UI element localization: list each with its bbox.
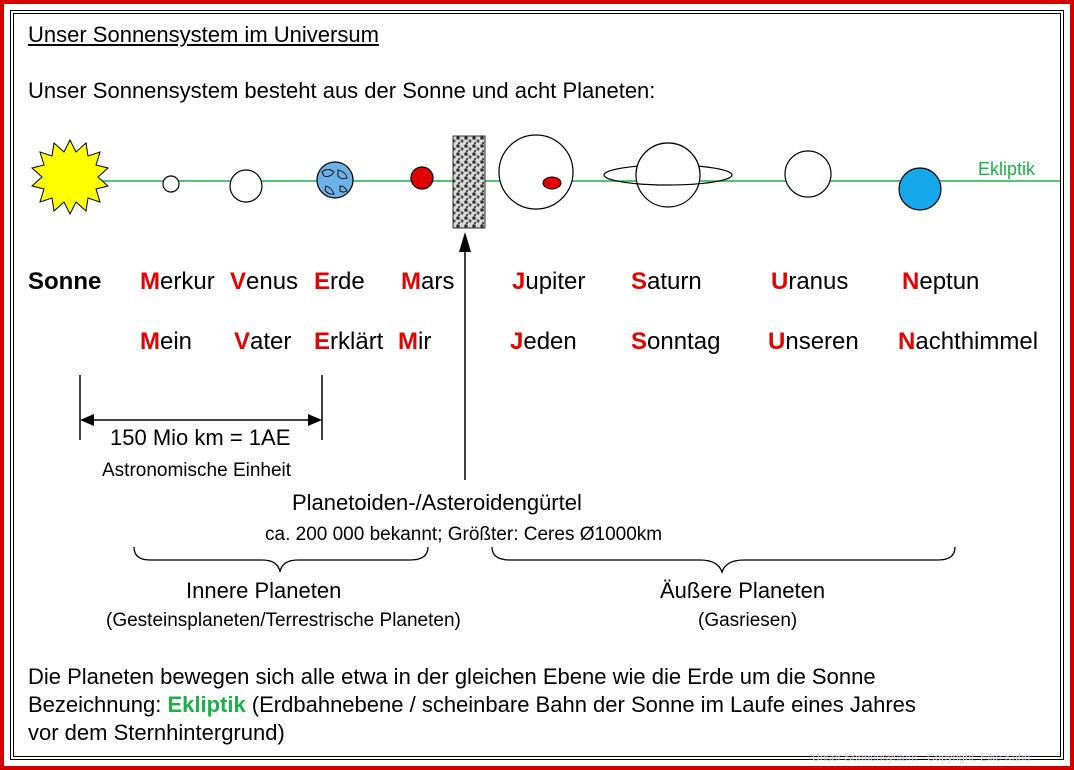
uranus-icon [784, 150, 832, 198]
venus-icon [229, 169, 263, 203]
outer-planets-sublabel: (Gasriesen) [698, 610, 798, 631]
mars-icon [410, 166, 434, 190]
outer-planets-brace [491, 546, 956, 575]
mnemonic-word-2: Vater [234, 328, 292, 355]
ecliptic-label: Ekliptik [978, 159, 1036, 179]
inner-frame [10, 10, 1064, 760]
planet-label-saturn: Saturn [631, 268, 702, 295]
mnemonic-word-3: Erklärt [314, 328, 384, 355]
intro-text: Unser Sonnensystem besteht aus der Sonne… [28, 78, 656, 103]
neptune-icon [898, 167, 942, 211]
planet-label-jupiter: Jupiter [512, 268, 586, 295]
asteroid-belt-sublabel: ca. 200 000 bekannt; Größter: Ceres Ø100… [265, 524, 663, 545]
bottom-text-line-3: vor dem Sternhintergrund) [28, 720, 285, 745]
au-label: 150 Mio km = 1AE [110, 425, 291, 450]
planet-label-mercury: Merkur [140, 268, 215, 295]
saturn-icon [603, 142, 733, 208]
planet-label-earth: Erde [314, 268, 365, 295]
bottom-text-line-1: Die Planeten bewegen sich alle etwa in d… [28, 664, 876, 689]
mnemonic-word-1: Mein [140, 328, 193, 355]
mercury-icon [162, 175, 180, 193]
asteroid-belt-icon [452, 135, 486, 229]
mnemonic-word-6: Sonntag [631, 328, 721, 355]
jupiter-icon [498, 134, 574, 210]
earth-icon [316, 161, 354, 199]
planet-label-venus: Venus [230, 268, 299, 295]
sun-label: Sonne [28, 268, 102, 295]
asteroid-belt-label: Planetoiden-/Asteroidengürtel [292, 490, 582, 515]
planet-label-uranus: Uranus [771, 268, 849, 295]
inner-planets-sublabel: (Gesteinsplaneten/Terrestrische Planeten… [106, 610, 461, 631]
mnemonic-word-8: Nachthimmel [898, 328, 1039, 355]
outer-planets-label: Äußere Planeten [660, 578, 826, 603]
page-title: Unser Sonnensystem im Universum [28, 22, 379, 47]
inner-planets-brace [133, 546, 429, 573]
mnemonic-word-5: Jeden [510, 328, 577, 355]
planet-label-mars: Mars [401, 268, 455, 295]
mnemonic-word-4: Mir [398, 328, 432, 355]
credit-watermark: Unser Sonnensystem · Copyright: Elke Kuh… [812, 752, 1031, 764]
inner-planets-label: Innere Planeten [186, 578, 342, 603]
mnemonic-word-7: Unseren [768, 328, 859, 355]
ecliptic-highlight: Ekliptik [167, 692, 246, 717]
au-sublabel: Astronomische Einheit [102, 460, 292, 481]
bottom-text-line-2: Bezeichnung: Ekliptik (Erdbahnebene / sc… [28, 692, 916, 717]
planet-label-neptune: Neptun [902, 268, 980, 295]
sun-icon [30, 138, 110, 216]
